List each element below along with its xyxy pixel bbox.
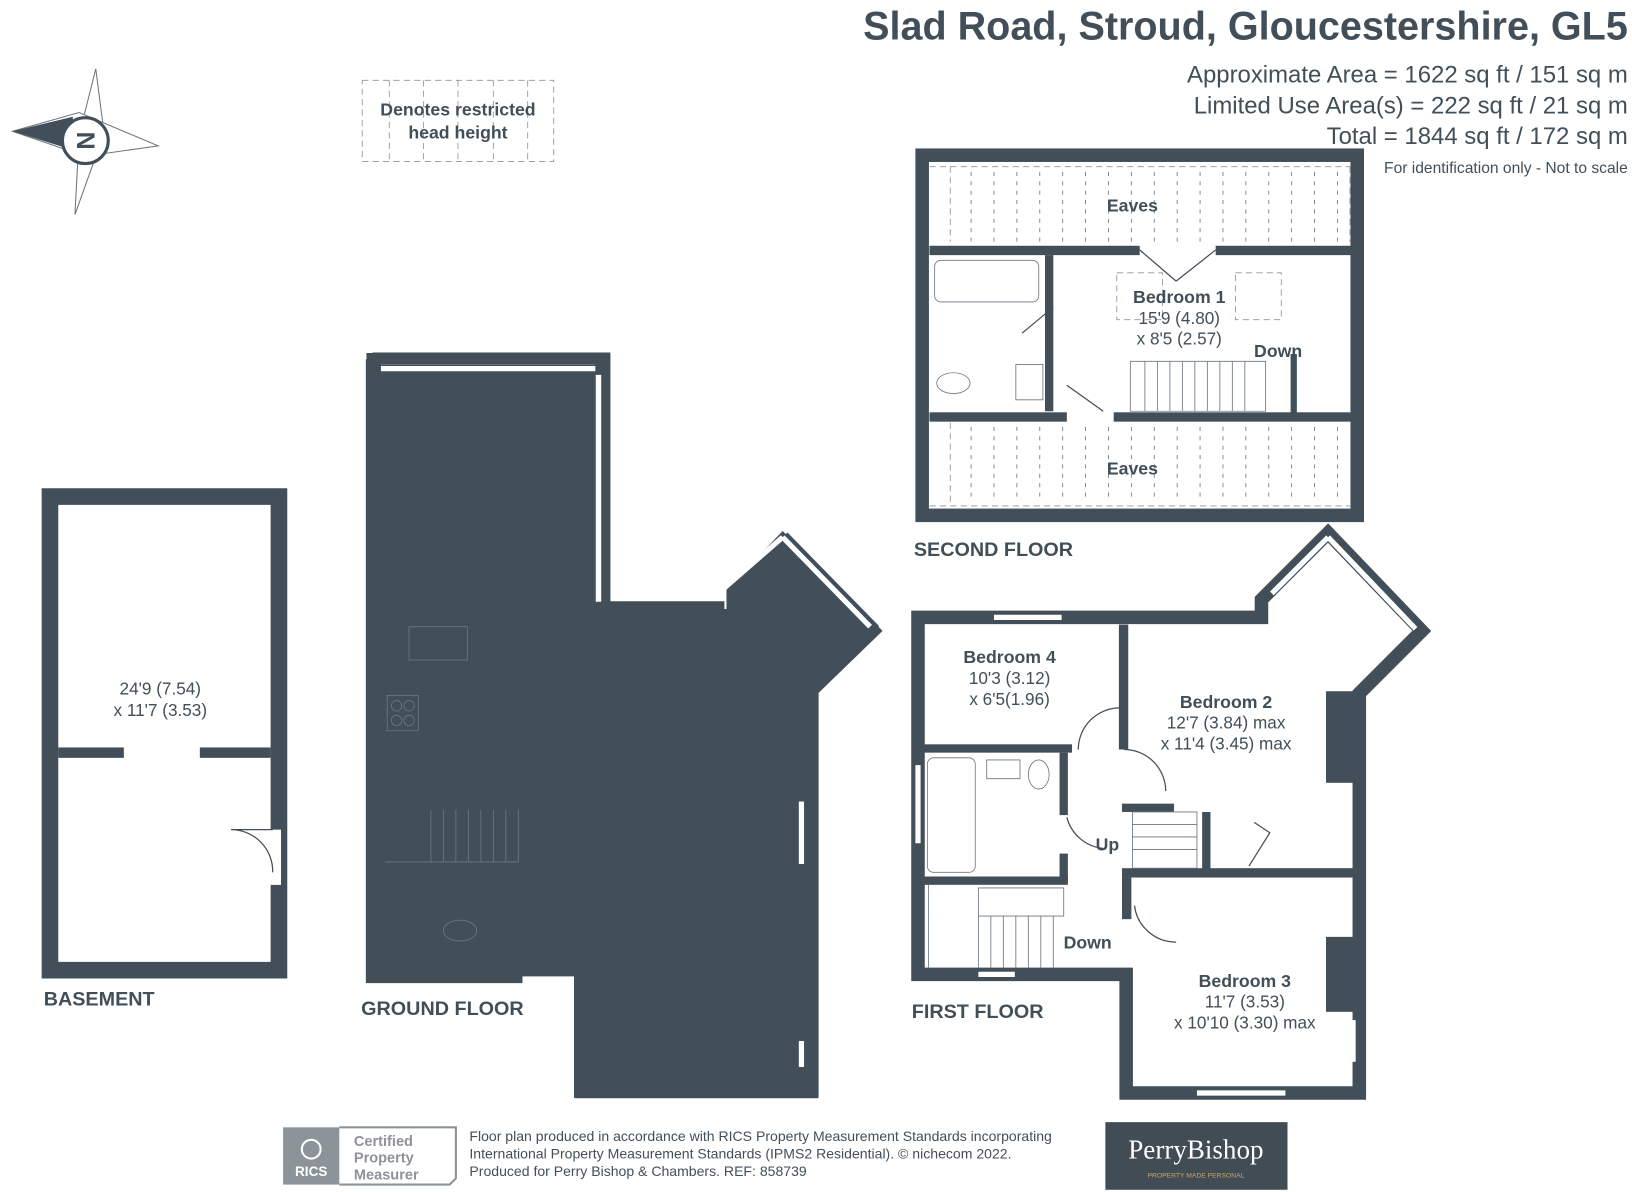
svg-text:Denotes restricted: Denotes restricted (380, 100, 535, 120)
total-area: Total = 1844 sq ft / 172 sq m (1327, 123, 1628, 150)
svg-text:head height: head height (408, 123, 507, 143)
approx-area: Approximate Area = 1622 sq ft / 151 sq m (1187, 61, 1628, 88)
svg-text:FIRST FLOOR: FIRST FLOOR (912, 1001, 1044, 1023)
svg-text:Eaves: Eaves (1107, 195, 1158, 215)
svg-text:N: N (73, 132, 101, 150)
svg-text:BASEMENT: BASEMENT (44, 989, 155, 1011)
basement-plan: 24'9 (7.54) x 11'7 (3.53) BASEMENT (41, 488, 288, 1011)
room-kitchen: Kitchen (483, 672, 548, 692)
room-bedroom-1: Bedroom 1 (1133, 287, 1226, 307)
svg-text:Certified: Certified (354, 1134, 413, 1150)
restricted-height-legend: Denotes restricted head height (361, 79, 555, 162)
svg-text:x 8'5 (2.57): x 8'5 (2.57) (1137, 329, 1222, 349)
svg-text:GROUND FLOOR: GROUND FLOOR (361, 998, 524, 1020)
svg-text:Property: Property (354, 1151, 415, 1167)
svg-text:10'10 (3.30): 10'10 (3.30) (470, 693, 561, 713)
property-title: Slad Road, Stroud, Gloucestershire, GL5 (863, 5, 1628, 49)
svg-text:SECOND FLOOR: SECOND FLOOR (914, 539, 1073, 561)
room-bedroom-2: Bedroom 2 (1180, 692, 1273, 712)
svg-text:15'9 (4.80): 15'9 (4.80) (1139, 308, 1220, 328)
svg-text:11'7 (3.53): 11'7 (3.53) (1205, 992, 1285, 1012)
svg-text:x 9'5 (2.87): x 9'5 (2.87) (473, 714, 558, 734)
room-dining: Dining Room (448, 444, 558, 464)
svg-text:x 11'4 (3.45) max: x 11'4 (3.45) max (1161, 734, 1292, 754)
ground-floor-plan: Dining Room 12'11 (3.94) x 11'4 (3.45) K… (361, 352, 883, 1099)
svg-text:PerryBishop: PerryBishop (1128, 1135, 1263, 1165)
first-floor-plan: Bedroom 4 10'3 (3.12) x 6'5(1.96) Bedroo… (911, 523, 1432, 1100)
disclaimer: For identification only - Not to scale (1384, 160, 1628, 177)
svg-text:Down: Down (1254, 341, 1302, 361)
svg-text:Up: Up (1096, 834, 1120, 854)
svg-text:RICS: RICS (295, 1164, 327, 1179)
perry-bishop-logo: PerryBishop PROPERTY MADE PERSONAL (1105, 1122, 1288, 1190)
compass-icon: N (10, 68, 161, 215)
svg-text:Up: Up (523, 826, 547, 846)
footer-text-2: International Property Measurement Stand… (469, 1146, 1011, 1162)
svg-text:x 11'7 (3.53): x 11'7 (3.53) (114, 700, 208, 720)
footer-text-3: Produced for Perry Bishop & Chambers. RE… (469, 1163, 806, 1179)
rics-badge: RICS Certified Property Measurer (283, 1126, 457, 1186)
room-bedroom-3: Bedroom 3 (1199, 971, 1292, 991)
svg-text:24'9 (7.54): 24'9 (7.54) (120, 678, 201, 698)
svg-text:12'7 (3.84) max: 12'7 (3.84) max (1167, 713, 1286, 733)
svg-text:x 6'5(1.96): x 6'5(1.96) (969, 689, 1050, 709)
svg-text:10'3 (3.12): 10'3 (3.12) (969, 668, 1050, 688)
svg-text:x 11'4 (3.45) max: x 11'4 (3.45) max (611, 965, 742, 985)
svg-text:PROPERTY MADE PERSONAL: PROPERTY MADE PERSONAL (1147, 1172, 1244, 1179)
room-bedroom-4: Bedroom 4 (963, 647, 1056, 667)
svg-text:Measurer: Measurer (354, 1167, 419, 1183)
svg-text:24'1 (7.34) max: 24'1 (7.34) max (617, 944, 736, 964)
limited-use-area: Limited Use Area(s) = 222 sq ft / 21 sq … (1194, 93, 1628, 120)
svg-text:Down: Down (1064, 932, 1112, 952)
room-sitting: Sitting Room (622, 923, 732, 943)
footer-text-1: Floor plan produced in accordance with R… (469, 1128, 1051, 1144)
svg-text:12'11 (3.94): 12'11 (3.94) (458, 465, 548, 485)
svg-text:x 11'4 (3.45): x 11'4 (3.45) (456, 486, 550, 506)
second-floor-plan: Eaves Eaves Bedroom 1 15'9 (4.80) x 8'5 … (914, 148, 1364, 561)
svg-text:x 10'10 (3.30) max: x 10'10 (3.30) max (1174, 1012, 1316, 1032)
svg-text:Eaves: Eaves (1107, 459, 1158, 479)
